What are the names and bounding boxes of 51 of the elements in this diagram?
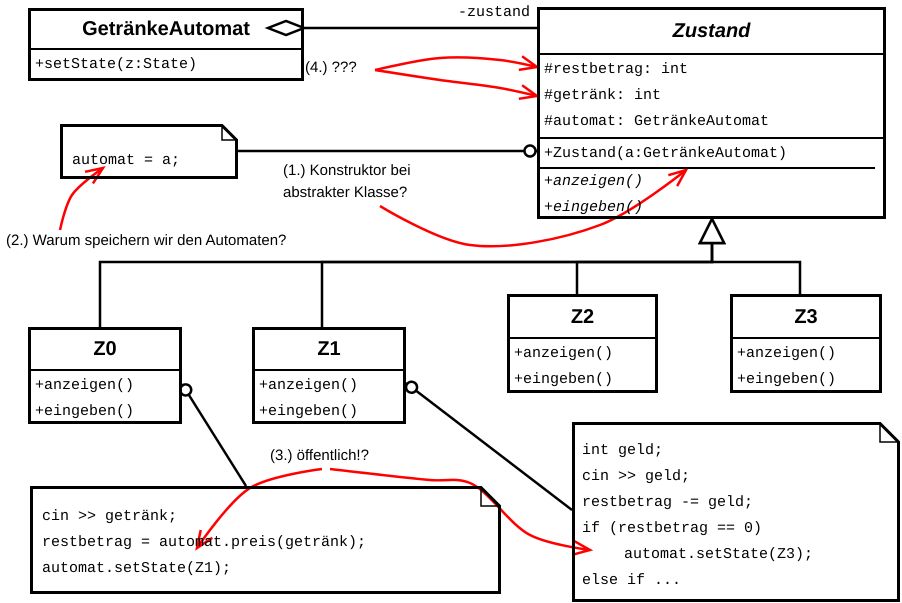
method-text: +anzeigen() xyxy=(543,172,644,192)
annotation-arrow xyxy=(58,166,104,230)
code-line: automat.setState(Z1); xyxy=(42,559,232,579)
method-text: +eingeben() xyxy=(34,402,134,422)
code-line: if (restbetrag == 0) xyxy=(582,519,762,539)
code-line: int geld; xyxy=(582,441,664,461)
method-text: +eingeben() xyxy=(736,370,836,390)
note-link xyxy=(238,144,537,158)
annotation-text: (1.) Konstruktor bei abstrakter Klasse? xyxy=(283,160,443,204)
annotation-arrow xyxy=(374,68,538,100)
aggregation-line xyxy=(266,20,537,36)
annotation-text: (2.) Warum speichern wir den Automaten? xyxy=(6,230,356,252)
note-link xyxy=(404,380,573,511)
annotation-arrow xyxy=(374,55,538,72)
method-text: +setState(z:State) xyxy=(34,55,198,75)
method-text: +Zustand(a:GetränkeAutomat) xyxy=(540,141,875,169)
class-name: Zustand xyxy=(672,20,750,43)
method-text: +anzeigen() xyxy=(736,344,836,364)
class-box xyxy=(730,294,882,393)
class-name: GetränkeAutomat xyxy=(82,18,250,41)
inheritance-line xyxy=(698,218,802,294)
class-box xyxy=(28,327,182,424)
annotation-text: (4.) ??? xyxy=(305,57,375,79)
attribute-text: #getränk: int xyxy=(543,86,662,106)
class-box xyxy=(537,7,886,219)
annotation-arrow xyxy=(379,168,688,248)
code-line: automat = a; xyxy=(72,151,180,171)
method-text: +anzeigen() xyxy=(513,344,614,364)
code-line: else if ... xyxy=(582,571,682,591)
attribute-text: #restbetrag: int xyxy=(543,60,688,80)
attribute-text: #automat: GetränkeAutomat xyxy=(543,112,770,132)
annotation-arrow xyxy=(330,468,592,556)
class-box xyxy=(252,327,406,424)
class-box xyxy=(507,294,658,393)
method-text: +anzeigen() xyxy=(258,376,358,396)
note-box xyxy=(30,486,501,594)
class-name: Z3 xyxy=(794,306,818,328)
class-name: Z1 xyxy=(317,338,341,361)
code-line: cin >> geld; xyxy=(582,467,690,487)
method-text: +anzeigen() xyxy=(34,376,134,396)
method-text: +eingeben() xyxy=(258,402,358,422)
class-box xyxy=(28,8,304,81)
annotation-text: (3.) öffentlich!? xyxy=(270,445,400,467)
note-box xyxy=(60,124,238,179)
class-name: Z0 xyxy=(93,338,117,361)
code-line: automat.setState(Z3); xyxy=(624,545,814,565)
code-line: restbetrag -= geld; xyxy=(582,493,754,513)
code-line: cin >> getränk; xyxy=(42,507,178,527)
method-text: +eingeben() xyxy=(513,370,614,390)
class-name: Z2 xyxy=(570,306,594,328)
note-box xyxy=(572,422,900,602)
